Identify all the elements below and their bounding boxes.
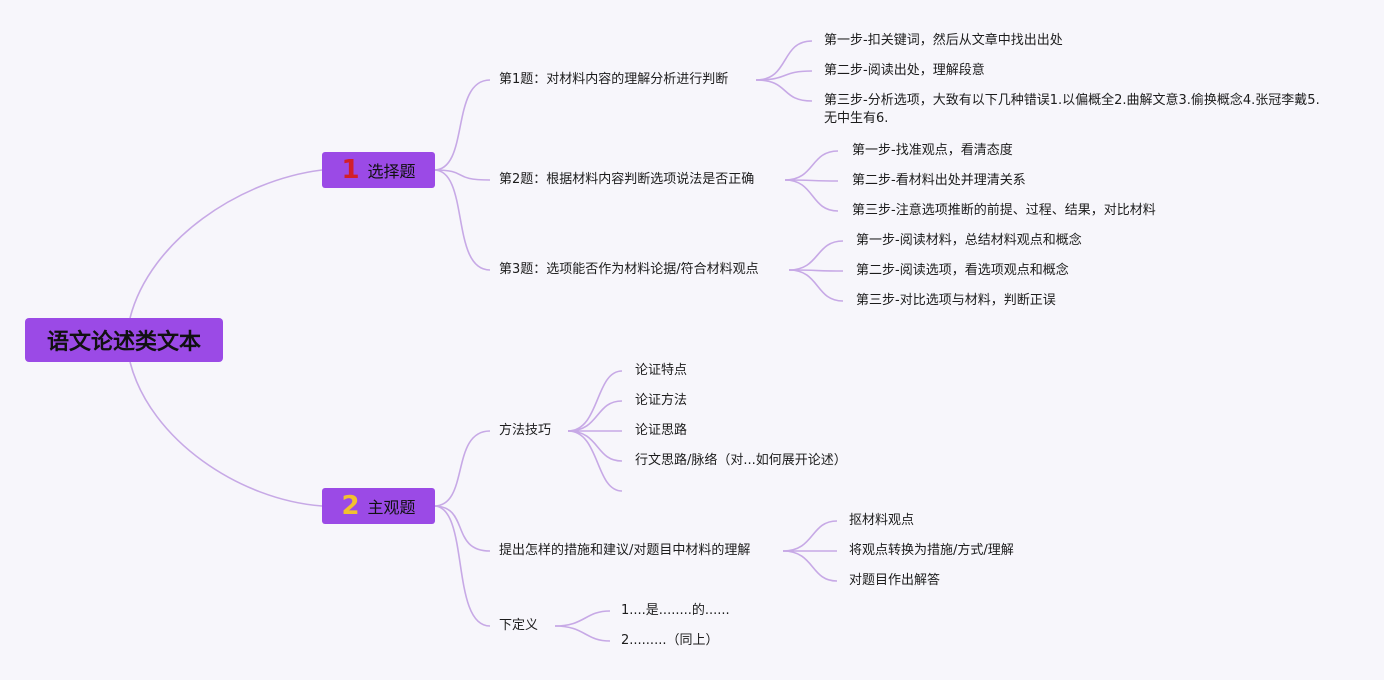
branch-label: 选择题 (367, 162, 416, 181)
methods-item-3[interactable]: 论证思路 (635, 423, 688, 438)
question-1-node[interactable]: 第1题：对材料内容的理解分析进行判断 (499, 72, 729, 87)
methods-item-1[interactable]: 论证特点 (635, 363, 688, 378)
definition-item-2[interactable]: 2.........（同上） (621, 633, 719, 648)
measures-item-1[interactable]: 抠材料观点 (849, 513, 915, 528)
number-badge-2: 2 (341, 491, 360, 521)
q2-step-2[interactable]: 第二步-看材料出处并理清关系 (852, 173, 1026, 188)
q2-step-1[interactable]: 第一步-找准观点，看清态度 (852, 143, 1013, 158)
q1-step-2[interactable]: 第二步-阅读出处，理解段意 (824, 63, 985, 78)
root-node[interactable]: 语文论述类文本 (25, 318, 223, 362)
measures-item-3[interactable]: 对题目作出解答 (849, 573, 941, 588)
methods-item-2[interactable]: 论证方法 (635, 393, 688, 408)
q1-step-3[interactable]: 第三步-分析选项，大致有以下几种错误1.以偏概全2.曲解文意3.偷换概念4.张冠… (824, 93, 1320, 126)
branch-label: 主观题 (367, 498, 416, 517)
question-2-node[interactable]: 第2题：根据材料内容判断选项说法是否正确 (499, 172, 755, 187)
methods-item-4[interactable]: 行文思路/脉络（对...如何展开论述） (635, 453, 847, 468)
branch-subjective-questions[interactable]: 2 主观题 (322, 488, 435, 524)
question-3-node[interactable]: 第3题：选项能否作为材料论据/符合材料观点 (499, 262, 759, 277)
measures-node[interactable]: 提出怎样的措施和建议/对题目中材料的理解 (499, 543, 751, 558)
definition-node[interactable]: 下定义 (499, 618, 539, 633)
q1-step-1[interactable]: 第一步-扣关键词，然后从文章中找出出处 (824, 33, 1063, 48)
q3-step-2[interactable]: 第二步-阅读选项，看选项观点和概念 (856, 263, 1069, 278)
branch-choice-questions[interactable]: 1 选择题 (322, 152, 435, 188)
methods-node[interactable]: 方法技巧 (499, 423, 552, 438)
q2-step-3[interactable]: 第三步-注意选项推断的前提、过程、结果，对比材料 (852, 203, 1156, 218)
q3-step-1[interactable]: 第一步-阅读材料，总结材料观点和概念 (856, 233, 1082, 248)
number-badge-1: 1 (341, 155, 360, 185)
definition-item-1[interactable]: 1....是........的...... (621, 603, 730, 618)
q3-step-3[interactable]: 第三步-对比选项与材料，判断正误 (856, 293, 1056, 308)
measures-item-2[interactable]: 将观点转换为措施/方式/理解 (849, 543, 1014, 558)
